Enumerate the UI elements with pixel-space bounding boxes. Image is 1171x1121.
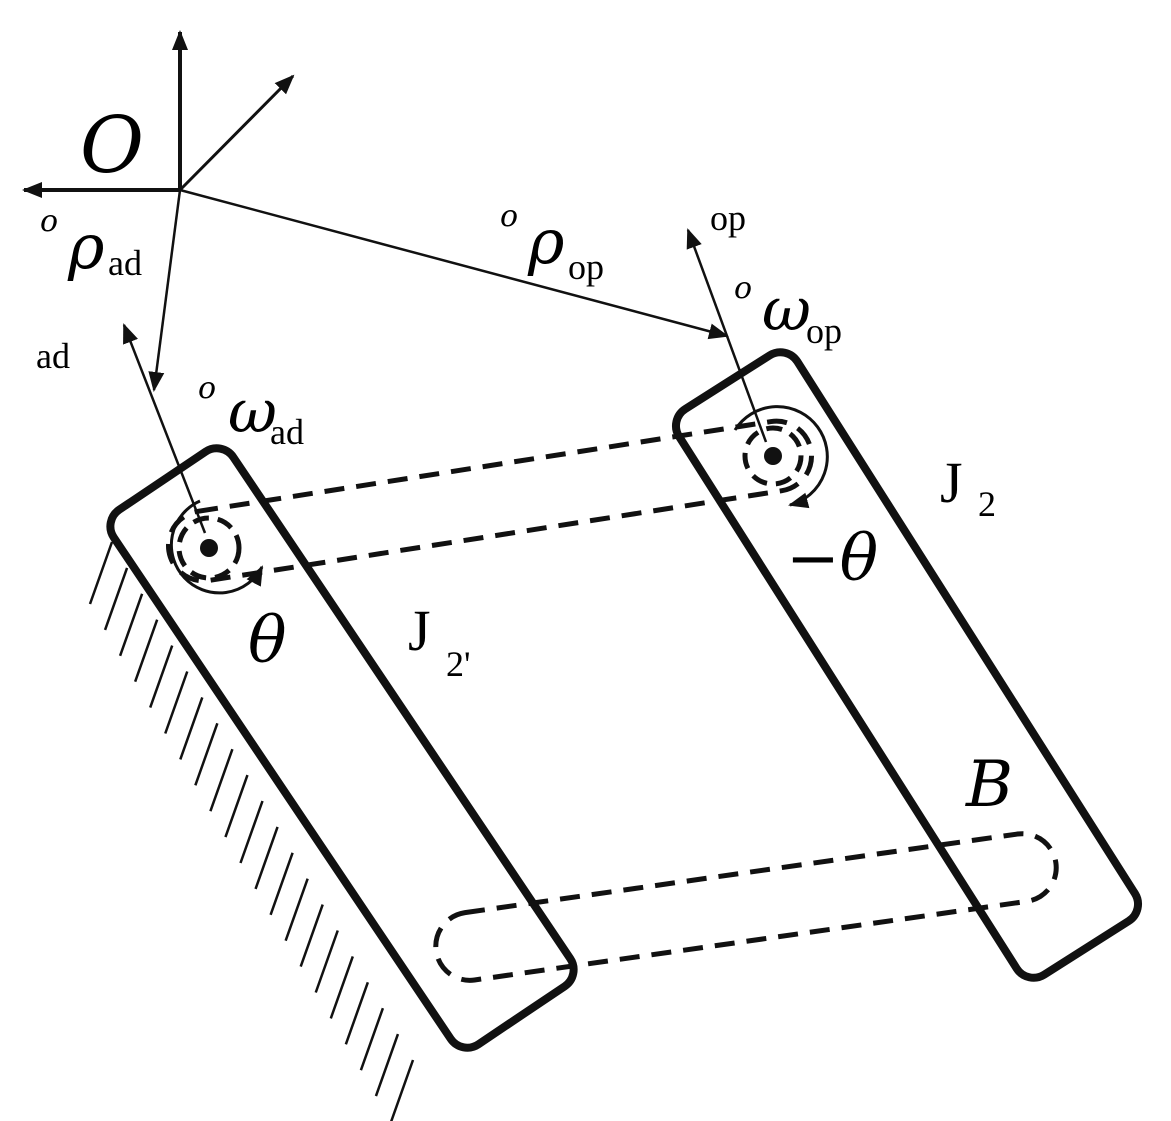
ground-hatch-line (344, 981, 370, 1045)
ground-hatch-line (284, 878, 309, 942)
label-omega-ad-sup: o (198, 371, 216, 406)
ground-hatch-line (239, 800, 264, 864)
ground-hatch-line (390, 1059, 415, 1121)
ground-hatch-line (299, 904, 324, 968)
ground-hatch-line (254, 826, 279, 890)
ground-hatch-line (179, 696, 204, 760)
label-rho-ad-sym: ρ (67, 210, 104, 283)
label-body-b: B (965, 748, 1013, 822)
joint-op-dashed-ring (742, 425, 804, 487)
ground-hatch-line (374, 1033, 400, 1097)
ground-hatch-line (103, 567, 129, 631)
label-axis-ad: ad (36, 336, 70, 376)
ground-hatch-line (88, 541, 114, 605)
ground-hatch-line (269, 852, 294, 916)
ground-hatching (88, 541, 415, 1121)
body-b-dashed (433, 831, 1059, 983)
ground-hatch-line (329, 955, 354, 1019)
ground-hatch-line (133, 619, 159, 683)
ground-hatch-line (118, 593, 144, 657)
label-neg-theta: −θ (786, 522, 878, 596)
ground-hatch-line (224, 774, 249, 838)
ground-hatch-line (194, 722, 219, 786)
label-j2prime: J (408, 598, 431, 663)
coupler-top-dashed (165, 418, 815, 584)
ground-hatch-line (164, 671, 189, 734)
ground-hatch-line (149, 645, 174, 709)
label-origin: O (80, 101, 144, 191)
label-rho-op-sub: op (568, 247, 604, 287)
label-rho-ad-sub: ad (108, 243, 142, 283)
label-omega-op-sub: op (806, 311, 842, 351)
label-rho-ad-sup: o (40, 204, 58, 239)
ground-hatch-line (209, 748, 234, 812)
link-j2 (671, 348, 1143, 982)
joint-op-center (764, 447, 782, 465)
fixed-link-j2prime (106, 444, 578, 1052)
label-theta: θ (248, 604, 287, 678)
label-omega-op-sup: o (734, 271, 752, 306)
ground-hatch-line (359, 1007, 385, 1071)
label-omega-ad-sub: ad (270, 412, 304, 452)
joint-ad-dashed-ring (176, 515, 242, 581)
label-axis-op: op (710, 198, 746, 238)
ground-hatch-line (314, 930, 339, 993)
label-omega-ad-sym: ω (228, 377, 277, 447)
vector-rho-ad (148, 189, 182, 392)
axis-op-arrow (686, 228, 768, 443)
frame-axis-diagonal (178, 74, 295, 192)
vector-rho-op (179, 188, 729, 340)
label-rho-op-sym: ρ (527, 205, 564, 278)
label-j2prime-sub: 2' (446, 644, 471, 684)
label-rho-op-sup: o (500, 199, 518, 234)
axis-ad-arrow (122, 323, 207, 534)
rotation-arrow-op (733, 405, 829, 509)
label-j2: J (940, 450, 963, 515)
rotation-arrow-ad (169, 499, 264, 595)
label-omega-op-sym: ω (762, 275, 811, 345)
label-j2-sub: 2 (978, 484, 996, 524)
joint-ad-center (200, 539, 218, 557)
